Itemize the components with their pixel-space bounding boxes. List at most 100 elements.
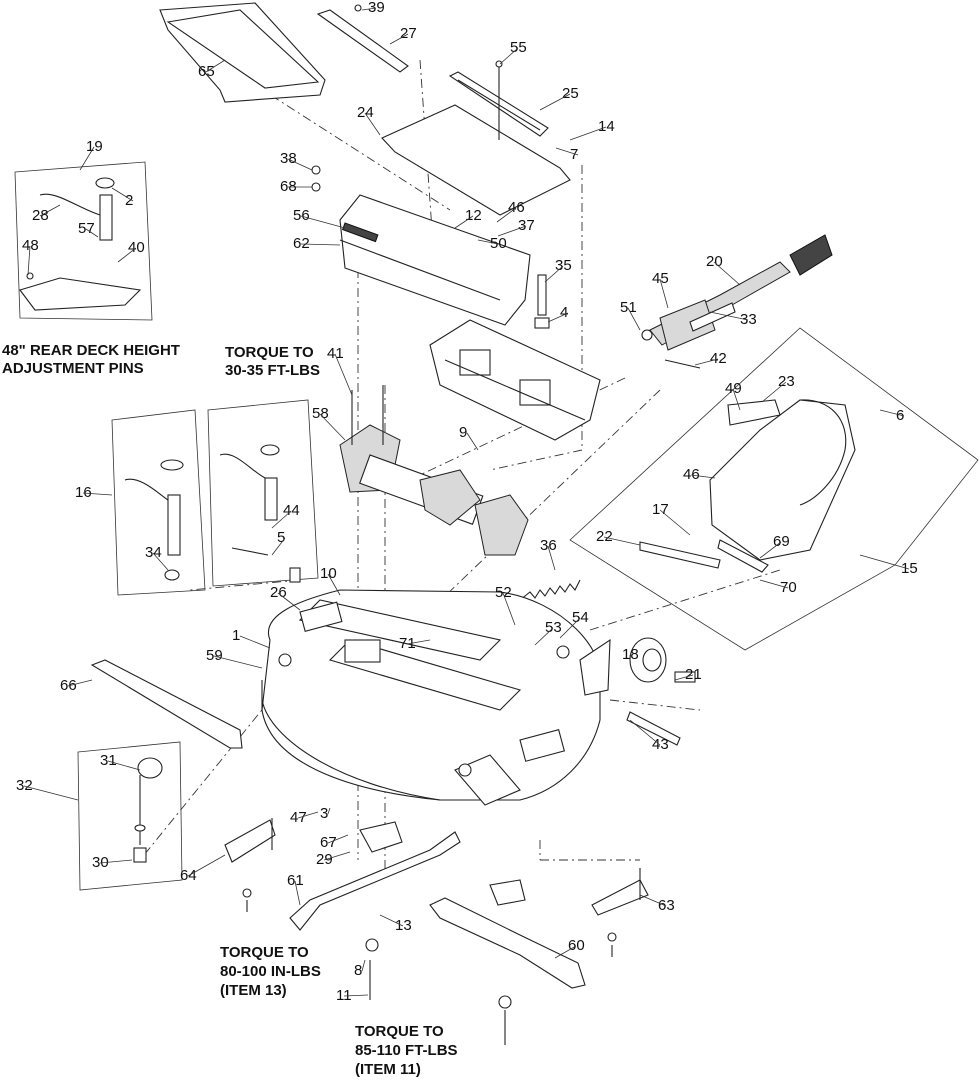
leader-6 [879,409,905,417]
callout-9: 9 [459,424,467,441]
leader-21 [674,674,694,681]
callout-60: 60 [568,937,585,954]
gearbox-58 [339,385,529,556]
leader-27 [389,33,409,45]
leader-62 [300,243,341,246]
spring-36 [519,579,581,601]
leader-23 [761,381,787,403]
callout-18: 18 [622,646,639,663]
inset-item-19 [207,399,319,587]
leader-10 [327,573,341,596]
callout-27: 27 [400,25,417,42]
callout-42: 42 [710,350,727,367]
leader-15 [859,554,910,570]
callout-19: 19 [86,138,103,155]
leader-63 [639,894,667,907]
leader-2 [111,187,134,202]
callout-16: 16 [75,484,92,501]
leader-66 [67,679,93,687]
callout-62: 62 [293,235,310,252]
pin-assembly-19-rear [19,177,142,311]
bracket-27 [316,4,409,73]
callout-14: 14 [598,118,615,135]
leader-48 [27,245,31,276]
leader-64 [187,854,226,877]
leader-22 [603,536,641,546]
leader-50 [477,239,499,245]
note-rear-deck-line-1: 48" REAR DECK HEIGHT [2,342,180,359]
callout-4: 4 [560,304,568,321]
plate-65 [159,2,326,103]
callout-23: 23 [778,373,795,390]
leader-53 [534,627,554,646]
inset-rear-pins [14,161,153,321]
inset-item-15 [569,327,979,651]
callout-41: 41 [327,345,344,362]
bracket-mount [534,274,550,329]
callout-46: 46 [683,466,700,483]
leader-28 [39,204,61,217]
leader-67 [327,834,349,844]
callout-70: 70 [780,579,797,596]
leader-14 [569,126,607,141]
leader-44 [271,510,292,529]
leader-4 [547,312,569,323]
leader-55 [499,47,519,65]
leader-19 [79,146,95,171]
leader-29 [323,851,351,861]
callout-24: 24 [357,104,374,121]
callout-45: 45 [652,270,669,287]
callout-13: 13 [395,917,412,934]
leader-41 [334,353,353,396]
callout-59: 59 [206,647,223,664]
note-torque-bottom-line-3: (ITEM 11) [355,1061,421,1078]
leader-61 [294,880,301,906]
leader-13 [379,914,404,927]
leader-11 [343,994,369,997]
leader-16 [82,492,113,496]
leader-57 [85,228,99,238]
callout-35: 35 [555,257,572,274]
callout-labels: 3927655525241473868463712505662354192285… [16,0,918,1004]
callout-21: 21 [685,666,702,683]
leader-39 [361,7,377,11]
callout-69: 69 [773,533,790,550]
callout-5: 5 [277,529,285,546]
callout-40: 40 [128,239,145,256]
leader-7 [555,147,579,156]
callout-10: 10 [320,565,337,582]
callout-leader-lines [23,7,910,997]
callout-8: 8 [354,962,362,979]
note-torque-top-line-1: TORQUE TO [225,344,314,361]
leader-71 [406,639,431,645]
callout-71: 71 [399,635,416,652]
callout-55: 55 [510,39,527,56]
leader-35 [544,265,564,283]
callout-50: 50 [490,235,507,252]
pin-assembly-16 [124,459,184,581]
discharge-chute [639,399,856,573]
callout-36: 36 [540,537,557,554]
leader-47 [297,811,319,819]
leader-51 [627,307,641,331]
callout-7: 7 [570,146,578,163]
callout-31: 31 [100,752,117,769]
callout-56: 56 [293,207,310,224]
leader-46 [496,207,517,223]
leader-49 [732,388,741,411]
leader-17 [659,509,691,536]
callout-51: 51 [620,299,637,316]
leader-52 [502,592,516,626]
leader-60 [554,945,577,959]
callout-37: 37 [518,217,535,234]
inset-boxes [14,161,979,891]
plate-24 [381,104,571,216]
callout-39: 39 [368,0,385,16]
callout-49: 49 [725,380,742,397]
callout-26: 26 [270,584,287,601]
leader-12 [454,215,474,229]
callout-30: 30 [92,854,109,871]
callout-12: 12 [465,207,482,224]
